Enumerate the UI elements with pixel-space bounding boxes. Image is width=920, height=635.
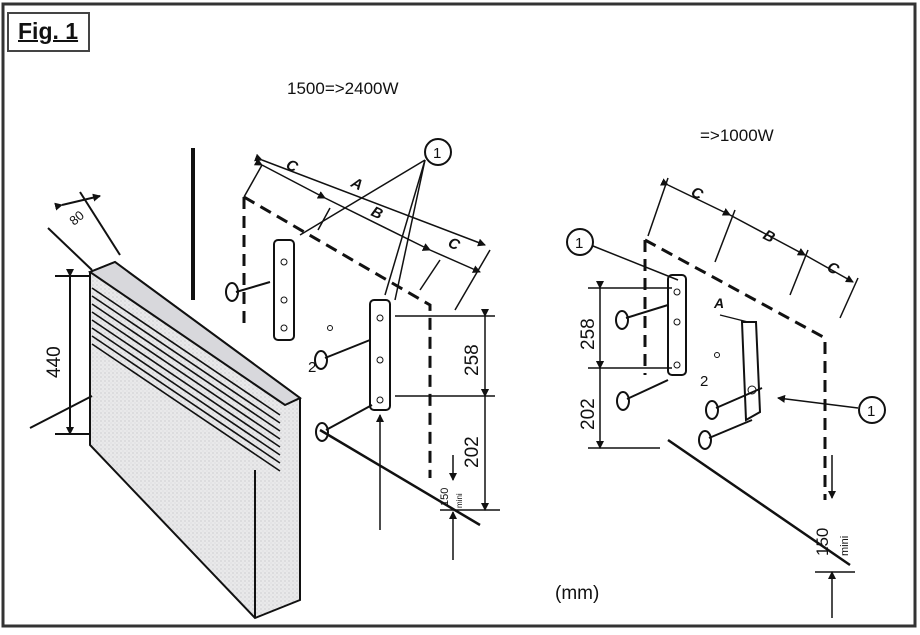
right-screw-label: 2 bbox=[700, 373, 708, 390]
figure-label: Fig. 1 bbox=[18, 18, 79, 44]
right-dim-a: A bbox=[713, 295, 724, 311]
left-dim-a: A bbox=[347, 174, 365, 194]
heater-depth-label: 80 bbox=[66, 208, 87, 229]
right-bracket-height: 202 bbox=[578, 398, 599, 430]
left-bracket-height: 202 bbox=[462, 436, 483, 468]
figure-label-box: Fig. 1 bbox=[7, 12, 90, 52]
right-wall-layout bbox=[566, 177, 886, 618]
left-bracket-spacing: 258 bbox=[462, 344, 483, 376]
right-dim-c-right: C bbox=[824, 259, 843, 280]
right-dim-c-left: C bbox=[688, 184, 707, 205]
right-callout-top: 1 bbox=[575, 235, 583, 252]
right-dim-b: B bbox=[760, 227, 778, 247]
left-floor-clearance-note: mini bbox=[455, 493, 464, 508]
unit-label: (mm) bbox=[555, 583, 599, 604]
right-power-range: =>1000W bbox=[700, 126, 774, 145]
left-wall-layout bbox=[225, 138, 500, 560]
left-screw-label: 2 bbox=[308, 359, 316, 376]
left-floor-clearance: 150 bbox=[439, 488, 451, 506]
right-bracket-spacing: 258 bbox=[578, 318, 599, 350]
left-callout-1: 1 bbox=[433, 145, 441, 162]
right-floor-clearance-note: mini bbox=[839, 536, 851, 556]
left-dim-c-right: C bbox=[445, 234, 463, 254]
right-floor-clearance: 150 bbox=[813, 528, 832, 556]
left-power-range: 1500=>2400W bbox=[287, 79, 399, 98]
heater-illustration bbox=[29, 191, 302, 620]
right-callout-side: 1 bbox=[867, 403, 875, 420]
heater-height-label: 440 bbox=[44, 346, 65, 378]
